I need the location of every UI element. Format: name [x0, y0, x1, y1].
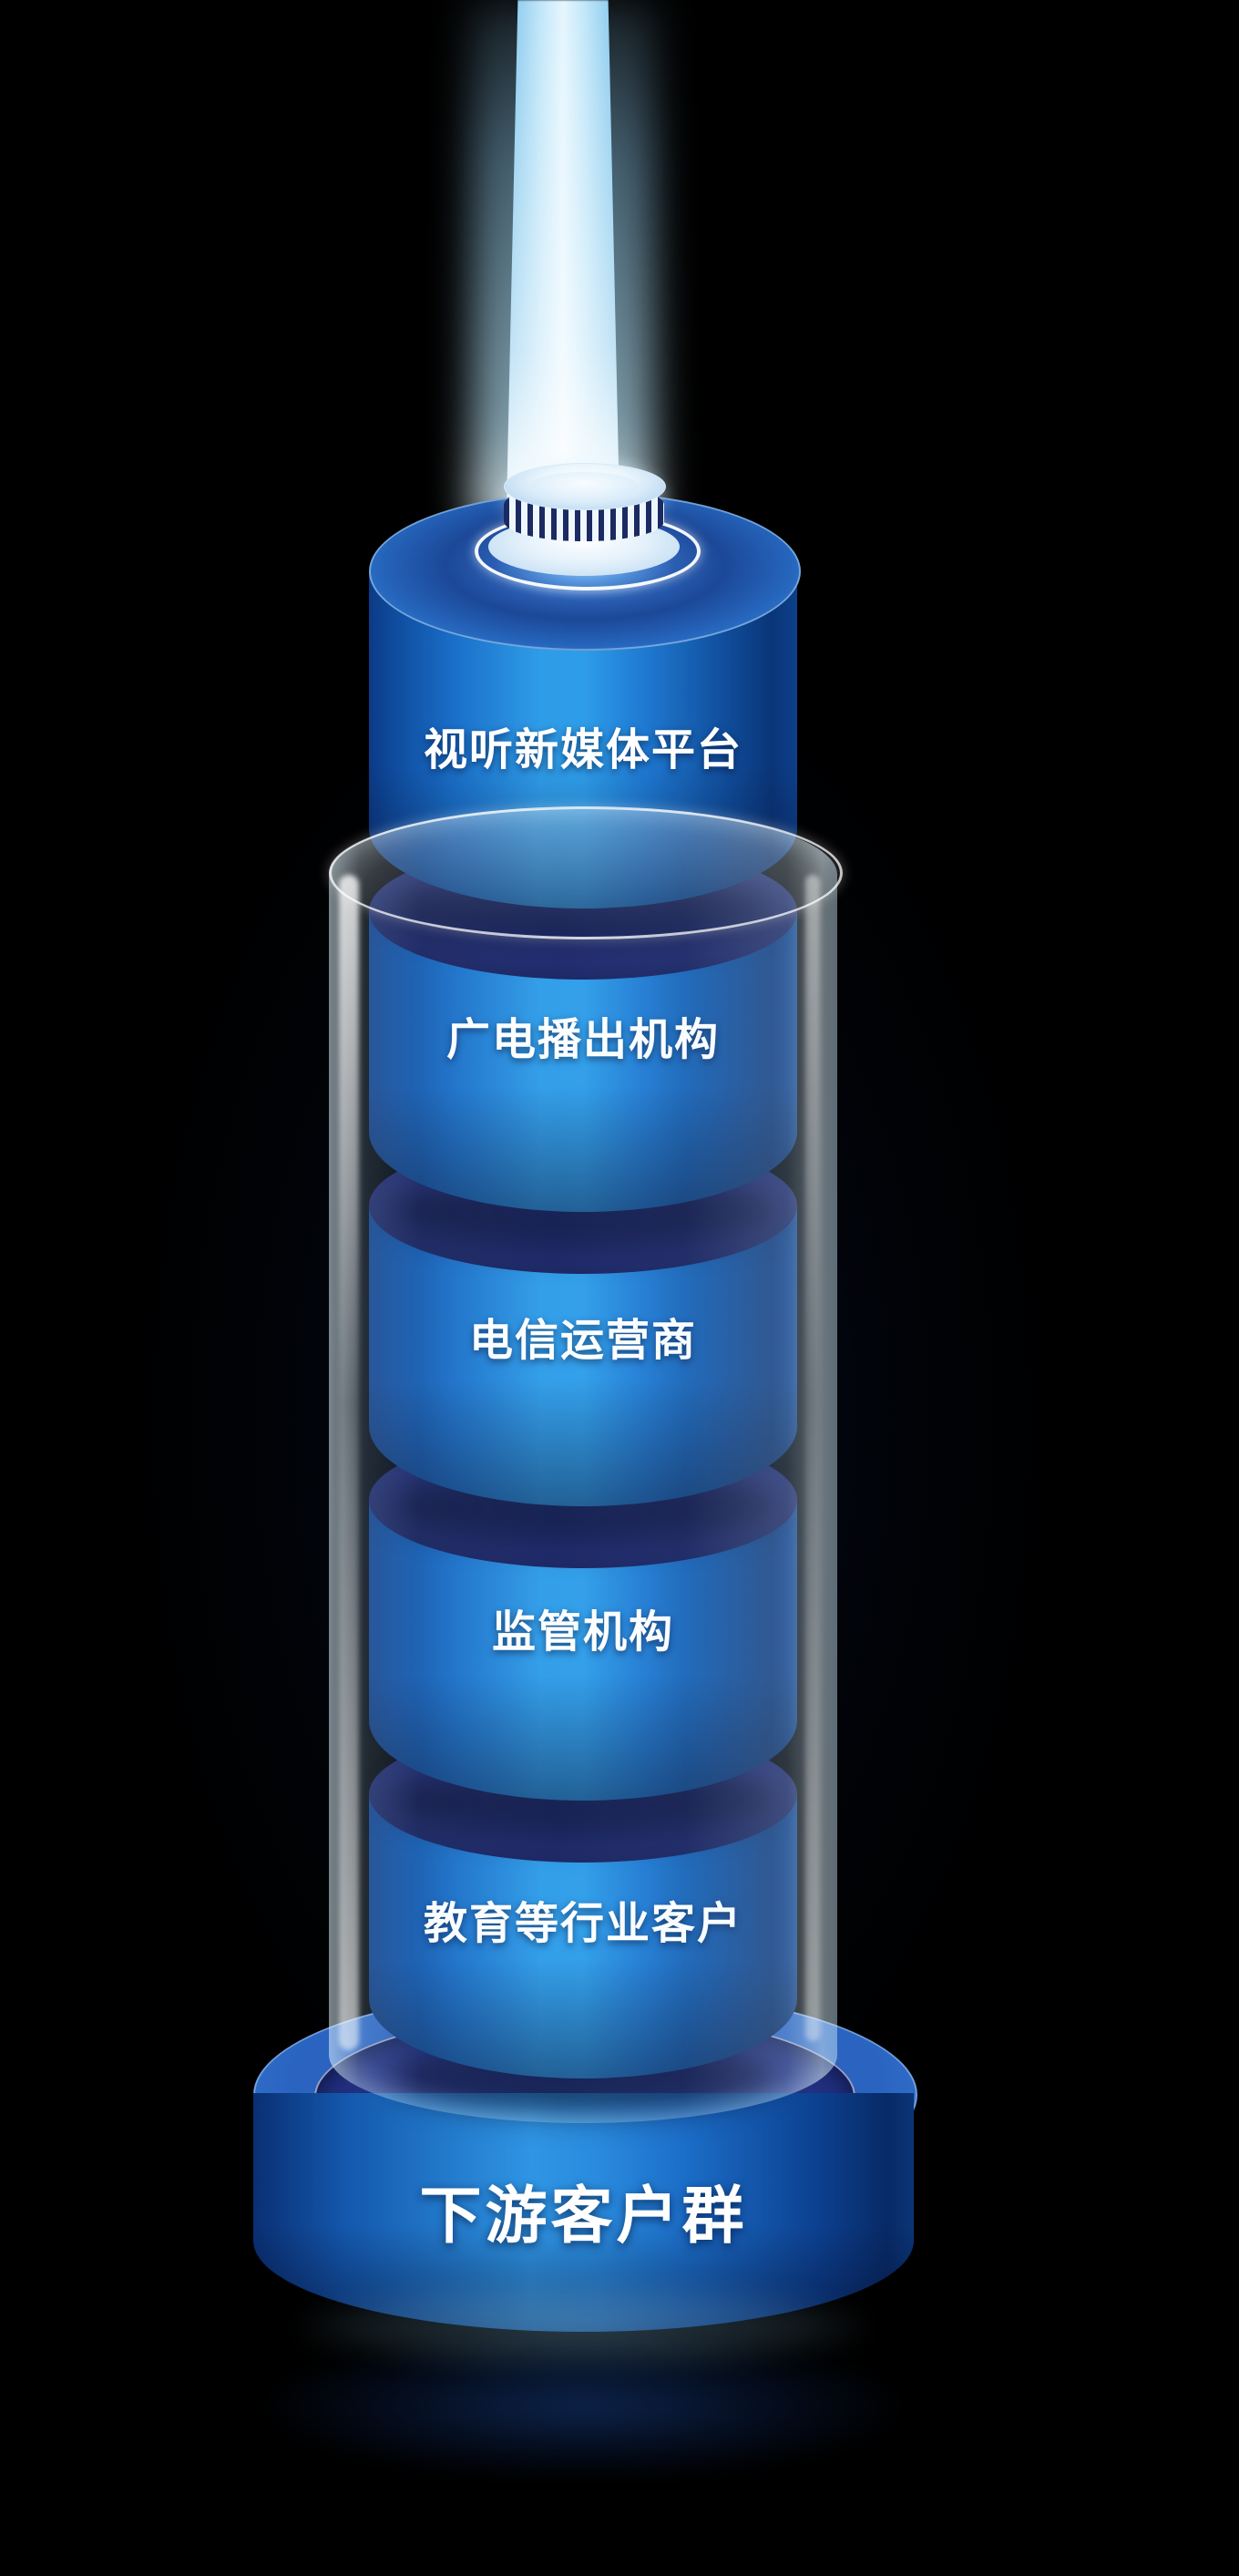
- light-beam: [507, 0, 620, 503]
- segment-4-label: 监管机构: [491, 1608, 674, 1657]
- base-label: 下游客户群: [419, 2181, 748, 2251]
- segment-1-label: 视听新媒体平台: [423, 726, 742, 775]
- segment-3-label: 电信运营商: [468, 1317, 697, 1365]
- segment-5-label: 教育等行业客户: [423, 1900, 742, 1948]
- base-ground-glow: [264, 2333, 902, 2479]
- cap-top-inner-face: [529, 472, 639, 501]
- segment-2-label: 广电播出机构: [445, 1016, 720, 1064]
- base-cylinder: [253, 2093, 914, 2332]
